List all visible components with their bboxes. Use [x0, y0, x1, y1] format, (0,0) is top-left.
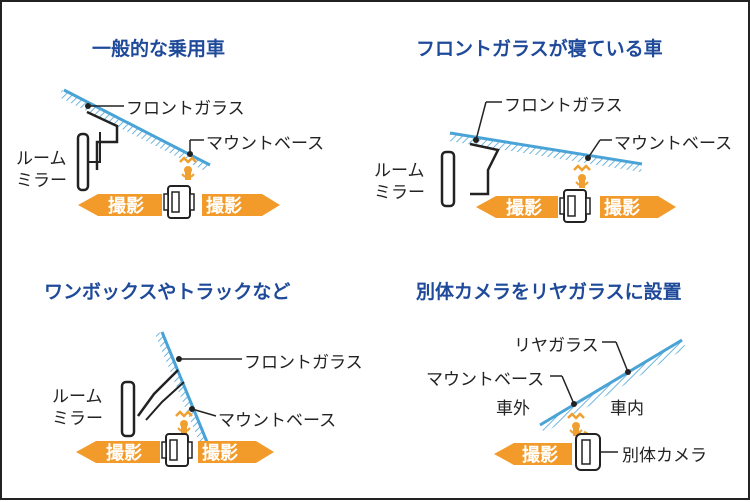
panel-3-graphic: 撮影 撮影: [76, 331, 274, 467]
label-glass-4: リヤガラス: [514, 336, 599, 356]
label-mount-3: マウントベース: [218, 411, 337, 431]
label-outside-4: 車外: [496, 399, 530, 419]
shoot-right-3-text: 撮影: [202, 442, 238, 464]
label-mount-4: マウントベース: [426, 370, 545, 390]
windshield-line-1: [63, 88, 211, 167]
shoot-arrow-left-4: [494, 443, 572, 465]
panel-title-3: ワンボックスやトラックなど: [44, 281, 291, 303]
label-mirror-1a: ルーム: [16, 149, 67, 169]
panel-4-graphic: 撮影: [494, 338, 686, 471]
rear-glass-4: [540, 340, 686, 433]
mirror-1: [76, 132, 90, 192]
panel-title-4: 別体カメラをリヤガラスに設置: [416, 281, 682, 303]
windshield-glass-2: [449, 133, 642, 172]
shoot-arrow-left-3: [76, 441, 160, 463]
label-glass-1: フロントガラス: [126, 99, 245, 119]
label-mirror-3a: ルーム: [52, 387, 103, 407]
panel-title-2: フロントガラスが寝ている車: [416, 38, 663, 60]
shoot-arrow-left-1: [78, 194, 162, 216]
shoot-arrow-right-3: [198, 441, 274, 463]
shoot-arrow-right-1: [202, 194, 280, 216]
panel-1-graphic: 撮影 撮影: [59, 88, 280, 219]
shoot-right-2-text: 撮影: [604, 197, 640, 219]
panel-title-1: 一般的な乗用車: [92, 38, 226, 60]
shoot-left-2-text: 撮影: [506, 197, 542, 219]
label-mirror-2a: ルーム: [374, 161, 425, 181]
windshield-line-3: [160, 331, 209, 443]
label-glass-3: フロントガラス: [244, 353, 363, 373]
mirror-2: [440, 150, 456, 208]
shoot-left-4-text: 撮影: [522, 444, 558, 466]
windshield-glass-3: [155, 332, 207, 444]
shoot-left-3-text: 撮影: [106, 442, 142, 464]
panel-2-graphic: 撮影 撮影: [440, 101, 676, 223]
rear-glass-line-4: [539, 338, 683, 427]
label-mount-1: マウントベース: [206, 134, 325, 154]
label-camera-4: 別体カメラ: [622, 446, 707, 466]
mirror-3: [120, 380, 136, 438]
windshield-glass-1: [59, 90, 210, 172]
label-glass-2: フロントガラス: [504, 96, 623, 116]
shoot-right-1-text: 撮影: [206, 195, 242, 217]
label-mirror-2b: ミラー: [374, 183, 425, 203]
shoot-left-1-text: 撮影: [108, 195, 144, 217]
shoot-arrow-right-2: [600, 196, 676, 218]
label-mount-2: マウントベース: [614, 134, 733, 154]
label-mirror-3b: ミラー: [52, 409, 103, 429]
windshield-line-2: [449, 131, 643, 166]
label-mirror-1b: ミラー: [16, 171, 67, 191]
shoot-arrow-left-2: [476, 196, 558, 218]
label-inside-4: 車内: [610, 399, 644, 419]
